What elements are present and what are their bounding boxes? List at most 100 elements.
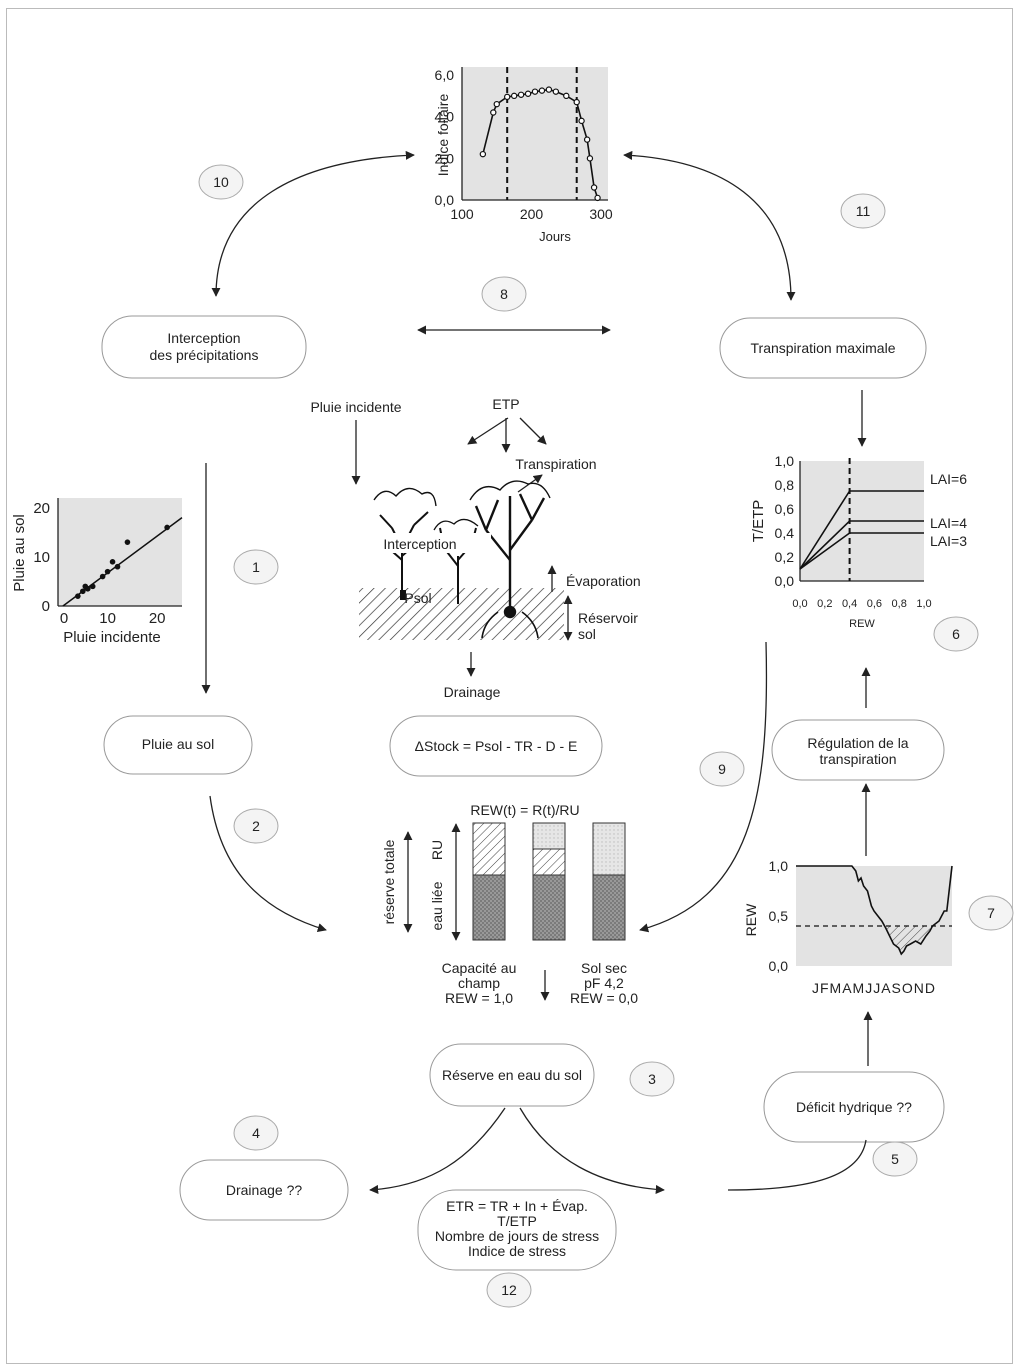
lai-x-tick: 100 — [450, 206, 474, 222]
rew-series-line — [796, 865, 953, 956]
pluie-point — [124, 539, 131, 545]
pluie-point — [164, 524, 170, 531]
svg-text:6: 6 — [952, 626, 960, 642]
badge-9: 9 — [699, 751, 745, 787]
pluie-point — [80, 588, 86, 595]
tetp-y-tick: 0,4 — [775, 525, 795, 541]
tetp-y-tick: 0,2 — [775, 549, 795, 565]
pluie-point — [89, 583, 96, 590]
svg-text:4: 4 — [252, 1125, 260, 1141]
rew-y-tick: 0,5 — [769, 908, 789, 924]
badge-7: 7 — [968, 895, 1014, 931]
svg-text:12: 12 — [501, 1282, 517, 1298]
box-stock-equation: ΔStock = Psol - TR - D - E — [389, 715, 603, 777]
svg-text:10: 10 — [213, 174, 229, 190]
label-reserve-totale: réserve totale — [381, 839, 397, 924]
tetp-series-line — [799, 520, 924, 570]
svg-text:7: 7 — [987, 905, 995, 921]
pluie-point — [104, 568, 111, 575]
lai-point — [524, 90, 532, 97]
pluie-y-tick: 10 — [33, 549, 50, 566]
label-transpiration: Transpiration — [515, 456, 596, 472]
badge-11: 11 — [840, 193, 886, 229]
lai-point — [583, 136, 591, 143]
lai-y-tick: 4,0 — [435, 109, 455, 125]
svg-text:Sol sec: Sol sec — [581, 960, 627, 976]
svg-text:REW = 1,0: REW = 1,0 — [445, 990, 513, 1006]
rew-y-tick: 0,0 — [769, 958, 789, 974]
lai-point — [552, 88, 560, 95]
svg-text:T/ETP: T/ETP — [497, 1213, 537, 1229]
svg-text:ΔStock = Psol - TR - D - E: ΔStock = Psol - TR - D - E — [415, 738, 578, 754]
pluie-x-tick: 20 — [149, 610, 166, 627]
label-evaporation: Évaporation — [566, 573, 641, 589]
pluie-point — [114, 563, 121, 570]
svg-text:2: 2 — [252, 818, 260, 834]
box-drainage-q: Drainage ?? — [179, 1159, 349, 1221]
rew-xlabel: JFMAMJJASOND — [812, 980, 936, 996]
tetp-series-label: LAI=3 — [930, 533, 967, 549]
lai-point — [517, 91, 525, 98]
box-reserve: Réserve en eau du sol — [429, 1043, 595, 1107]
svg-text:Transpiration maximale: Transpiration maximale — [751, 340, 896, 356]
tetp-series-label: LAI=4 — [930, 515, 967, 531]
rew-ylabel: REW — [743, 903, 759, 936]
svg-text:ETR = TR + In + Évap.: ETR = TR + In + Évap. — [446, 1198, 588, 1214]
label-reservoir-2: sol — [578, 626, 596, 642]
box-deficit: Déficit hydrique ?? — [763, 1071, 945, 1143]
tetp-y-tick: 0,6 — [775, 501, 795, 517]
svg-text:REW = 0,0: REW = 0,0 — [570, 990, 638, 1006]
tetp-y-tick: 0,8 — [775, 477, 795, 493]
tetp-xlabel: REW — [849, 618, 875, 630]
soil-title: REW(t) = R(t)/RU — [470, 802, 579, 818]
pluie-point — [84, 586, 91, 592]
badge-10: 10 — [198, 164, 244, 200]
svg-text:des précipitations: des précipitations — [150, 347, 259, 363]
pluie-point — [75, 593, 81, 599]
lai-xlabel: Jours — [539, 229, 571, 244]
badge-2: 2 — [233, 808, 279, 844]
svg-text:Pluie au sol: Pluie au sol — [142, 736, 214, 752]
lai-point — [493, 100, 500, 108]
box-regulation: Régulation de la transpiration — [771, 719, 945, 781]
badge-3: 3 — [629, 1061, 675, 1097]
pluie-x-tick: 10 — [99, 610, 116, 627]
tetp-x-tick: 0,0 — [792, 598, 807, 610]
label-psol: Psol — [404, 590, 431, 606]
box-pluie-sol: Pluie au sol — [103, 715, 253, 775]
lai-point — [545, 86, 553, 93]
tetp-x-tick: 1,0 — [916, 598, 931, 610]
pluie-ylabel: Pluie au sol — [11, 514, 28, 592]
tetp-y-tick: 1,0 — [775, 453, 795, 469]
tetp-series-line — [799, 532, 924, 570]
svg-text:11: 11 — [856, 203, 871, 219]
svg-text:Interception: Interception — [167, 330, 240, 346]
lai-point — [479, 150, 487, 158]
svg-text:5: 5 — [891, 1151, 899, 1167]
lai-y-tick: 6,0 — [435, 67, 455, 83]
svg-text:Drainage ??: Drainage ?? — [226, 1182, 302, 1198]
pluie-point — [109, 559, 116, 565]
box-etr: ETR = TR + In + Évap. T/ETP Nombre de jo… — [417, 1189, 617, 1271]
svg-text:pF 4,2: pF 4,2 — [584, 975, 624, 991]
svg-text:8: 8 — [500, 286, 508, 302]
rew-deficit-area — [885, 926, 930, 954]
tetp-series-label: LAI=6 — [930, 471, 967, 487]
lai-point — [573, 98, 580, 106]
pluie-x-tick: 0 — [60, 610, 68, 627]
tetp-x-tick: 0,6 — [867, 598, 882, 610]
label-eau-liee: eau liée — [429, 881, 445, 930]
box-interception: Interception des précipitations — [101, 315, 307, 379]
svg-text:1: 1 — [252, 559, 260, 575]
label-etp: ETP — [492, 396, 519, 412]
lai-point — [510, 92, 518, 100]
label-drainage: Drainage — [444, 684, 501, 700]
svg-text:Régulation de la: Régulation de la — [807, 735, 908, 751]
tetp-x-tick: 0,4 — [842, 598, 857, 610]
label-interception: Interception — [383, 536, 456, 552]
badge-1: 1 — [233, 549, 279, 585]
pluie-point — [99, 573, 106, 580]
